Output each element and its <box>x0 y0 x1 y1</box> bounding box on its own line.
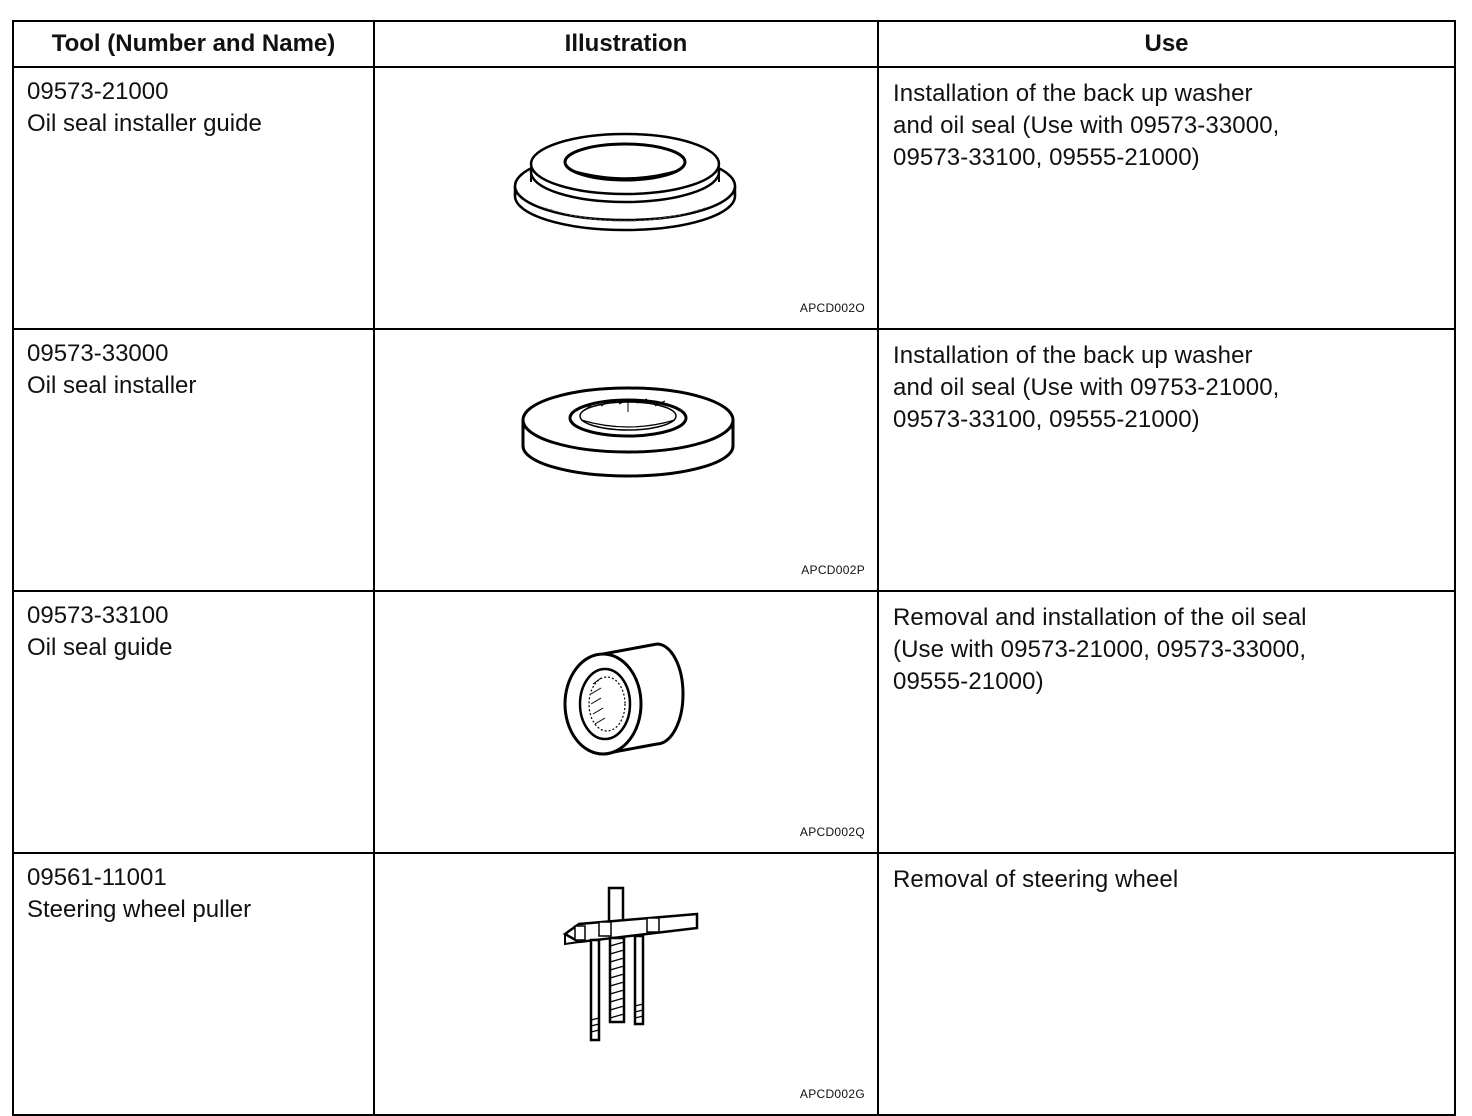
tool-cell: 09573-21000 Oil seal installer guide <box>12 66 375 330</box>
tool-number: 09573-33000 <box>27 340 169 367</box>
table-row: 09561-11001 Steering wheel puller <box>12 852 1456 1116</box>
oil-seal-guide-illustration <box>563 642 685 756</box>
header-tool: Tool (Number and Name) <box>12 20 375 68</box>
use-cell: Removal and installation of the oil seal… <box>877 590 1456 854</box>
tool-name: Steering wheel puller <box>27 896 252 923</box>
use-text-line: Installation of the back up washer <box>893 80 1253 107</box>
use-text-line: and oil seal (Use with 09753-21000, <box>893 374 1280 401</box>
table-row: 09573-33100 Oil seal guide <box>12 590 1456 854</box>
header-illustration: Illustration <box>373 20 879 68</box>
header-use: Use <box>877 20 1456 68</box>
use-text-line: and oil seal (Use with 09573-33000, <box>893 112 1280 139</box>
steering-wheel-puller-illustration <box>562 886 699 1042</box>
tool-number: 09573-21000 <box>27 78 169 105</box>
use-text-line: Installation of the back up washer <box>893 342 1253 369</box>
use-text-line: Removal of steering wheel <box>893 866 1179 893</box>
use-text-line: 09573-33100, 09555-21000) <box>893 144 1200 171</box>
use-text-line: 09555-21000) <box>893 668 1044 695</box>
illustration-cell: APCD002P <box>373 328 879 592</box>
illustration-code: APCD002P <box>801 563 865 577</box>
tool-cell: 09573-33100 Oil seal guide <box>12 590 375 854</box>
illustration-code: APCD002Q <box>799 825 865 839</box>
tool-cell: 09561-11001 Steering wheel puller <box>12 852 375 1116</box>
tool-name: Oil seal installer guide <box>27 110 262 137</box>
tool-number: 09561-11001 <box>27 864 167 891</box>
use-cell: Installation of the back up washer and o… <box>877 66 1456 330</box>
illustration-cell: APCD002G <box>373 852 879 1116</box>
use-text-line: (Use with 09573-21000, 09573-33000, <box>893 636 1307 663</box>
use-text-line: Removal and installation of the oil seal <box>893 604 1307 631</box>
use-cell: Removal of steering wheel <box>877 852 1456 1116</box>
special-tools-sheet: Tool (Number and Name) Illustration Use … <box>12 20 1456 1116</box>
tool-number: 09573-33100 <box>27 602 169 629</box>
oil-seal-installer-illustration <box>521 386 735 478</box>
table-row: 09573-21000 Oil seal installer guide <box>12 66 1456 330</box>
table-row: 09573-33000 Oil seal installer <box>12 328 1456 592</box>
special-tools-table: Tool (Number and Name) Illustration Use … <box>12 20 1456 1116</box>
use-cell: Installation of the back up washer and o… <box>877 328 1456 592</box>
tool-name: Oil seal guide <box>27 634 173 661</box>
illustration-code: APCD002G <box>799 1087 865 1101</box>
illustration-cell: APCD002O <box>373 66 879 330</box>
illustration-cell: APCD002Q <box>373 590 879 854</box>
tool-name: Oil seal installer <box>27 372 197 399</box>
oil-seal-installer-guide-illustration <box>513 132 737 232</box>
use-text-line: 09573-33100, 09555-21000) <box>893 406 1200 433</box>
table-header-row: Tool (Number and Name) Illustration Use <box>12 20 1456 68</box>
tool-cell: 09573-33000 Oil seal installer <box>12 328 375 592</box>
illustration-code: APCD002O <box>799 301 865 315</box>
